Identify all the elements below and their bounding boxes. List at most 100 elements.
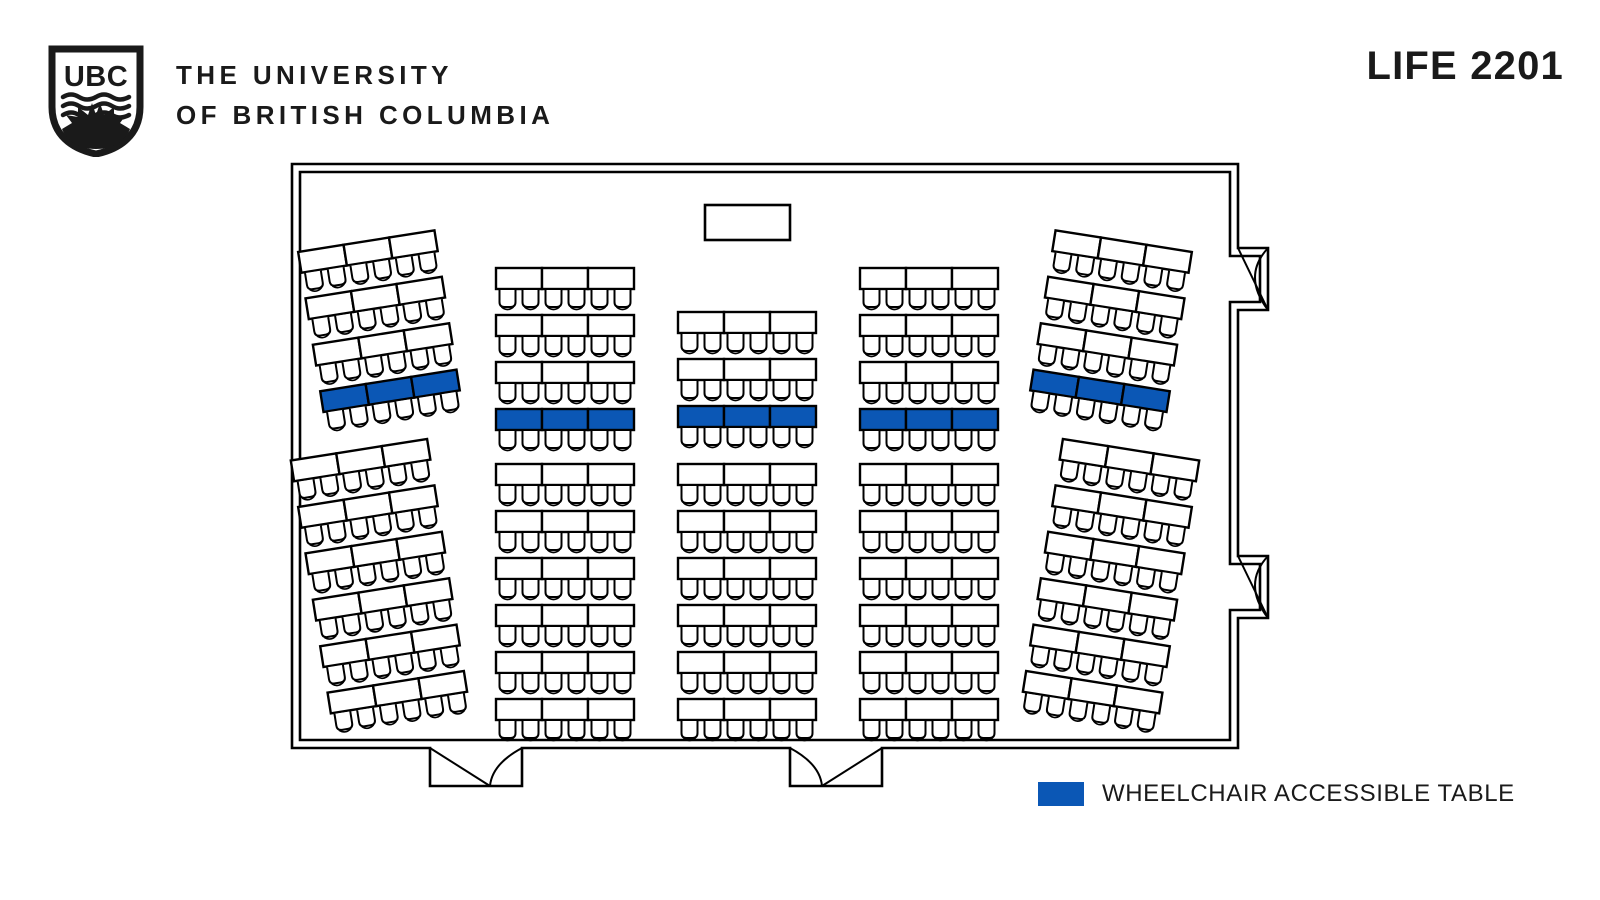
table-row[interactable] bbox=[494, 697, 636, 742]
table[interactable] bbox=[586, 462, 636, 487]
table[interactable] bbox=[768, 697, 818, 722]
table-row[interactable] bbox=[1042, 530, 1186, 595]
table[interactable] bbox=[586, 650, 636, 675]
table[interactable] bbox=[950, 462, 1000, 487]
table[interactable] bbox=[586, 697, 636, 722]
table[interactable] bbox=[540, 603, 590, 628]
block-rear-left-center[interactable] bbox=[494, 462, 636, 742]
table[interactable] bbox=[904, 603, 954, 628]
table-row[interactable] bbox=[494, 509, 636, 554]
table[interactable] bbox=[1127, 591, 1179, 622]
table[interactable] bbox=[1141, 243, 1194, 275]
table-row[interactable] bbox=[311, 321, 456, 386]
table-accessible[interactable] bbox=[540, 407, 590, 432]
table-row[interactable] bbox=[858, 650, 1000, 695]
table-row[interactable] bbox=[858, 697, 1000, 742]
table-row[interactable] bbox=[858, 313, 1000, 358]
table[interactable] bbox=[494, 266, 544, 291]
table[interactable] bbox=[904, 697, 954, 722]
table-row[interactable] bbox=[676, 509, 818, 554]
table[interactable] bbox=[950, 266, 1000, 291]
table-row[interactable] bbox=[1042, 275, 1186, 340]
table[interactable] bbox=[676, 697, 726, 722]
table-row[interactable] bbox=[494, 556, 636, 601]
block-front-left[interactable] bbox=[296, 228, 463, 433]
table-row[interactable] bbox=[858, 509, 1000, 554]
table-accessible[interactable] bbox=[722, 404, 772, 429]
table[interactable] bbox=[1141, 498, 1194, 530]
table[interactable] bbox=[586, 360, 636, 385]
table-row[interactable] bbox=[858, 462, 1000, 507]
table-row[interactable] bbox=[676, 697, 818, 742]
table-accessible[interactable] bbox=[950, 407, 1000, 432]
table[interactable] bbox=[676, 556, 726, 581]
table[interactable] bbox=[494, 509, 544, 534]
table-row[interactable] bbox=[494, 650, 636, 695]
table-row-accessible[interactable] bbox=[318, 368, 463, 433]
table[interactable] bbox=[722, 603, 772, 628]
table[interactable] bbox=[380, 437, 432, 469]
table[interactable] bbox=[1134, 544, 1186, 576]
table-row[interactable] bbox=[494, 462, 636, 507]
table[interactable] bbox=[494, 313, 544, 338]
table-row[interactable] bbox=[1049, 228, 1194, 293]
table-row[interactable] bbox=[1034, 321, 1179, 386]
table[interactable] bbox=[494, 650, 544, 675]
table-row[interactable] bbox=[494, 360, 636, 405]
table-row[interactable] bbox=[676, 556, 818, 601]
table[interactable] bbox=[586, 509, 636, 534]
table[interactable] bbox=[722, 357, 772, 382]
table[interactable] bbox=[1134, 289, 1186, 321]
table[interactable] bbox=[394, 275, 447, 307]
table[interactable] bbox=[768, 650, 818, 675]
block-rear-center[interactable] bbox=[676, 462, 818, 742]
table[interactable] bbox=[540, 556, 590, 581]
table[interactable] bbox=[540, 509, 590, 534]
table-row[interactable] bbox=[858, 360, 1000, 405]
table[interactable] bbox=[409, 623, 462, 654]
table[interactable] bbox=[1127, 336, 1179, 367]
table[interactable] bbox=[586, 266, 636, 291]
table-accessible[interactable] bbox=[676, 404, 726, 429]
table-accessible[interactable] bbox=[858, 407, 908, 432]
table[interactable] bbox=[768, 357, 818, 382]
table-accessible[interactable] bbox=[494, 407, 544, 432]
table-row[interactable] bbox=[304, 530, 448, 595]
table-row-accessible[interactable] bbox=[1027, 368, 1172, 433]
table-accessible[interactable] bbox=[409, 368, 462, 399]
block-front-left-center[interactable] bbox=[494, 266, 636, 452]
table[interactable] bbox=[904, 360, 954, 385]
table-row[interactable] bbox=[494, 266, 636, 311]
table-row[interactable] bbox=[289, 437, 434, 502]
table[interactable] bbox=[722, 650, 772, 675]
table[interactable] bbox=[904, 313, 954, 338]
table[interactable] bbox=[950, 697, 1000, 722]
table-row[interactable] bbox=[676, 462, 818, 507]
table[interactable] bbox=[494, 462, 544, 487]
table-row[interactable] bbox=[318, 623, 463, 688]
table[interactable] bbox=[586, 313, 636, 338]
table-row[interactable] bbox=[1034, 576, 1179, 641]
table[interactable] bbox=[540, 462, 590, 487]
table[interactable] bbox=[676, 603, 726, 628]
table-row-accessible[interactable] bbox=[676, 404, 818, 449]
table[interactable] bbox=[722, 697, 772, 722]
table[interactable] bbox=[402, 576, 454, 608]
table[interactable] bbox=[858, 360, 908, 385]
table[interactable] bbox=[417, 669, 469, 701]
table-row[interactable] bbox=[311, 576, 456, 641]
table-row[interactable] bbox=[676, 310, 818, 355]
table-row-accessible[interactable] bbox=[858, 407, 1000, 452]
table[interactable] bbox=[904, 509, 954, 534]
table[interactable] bbox=[394, 530, 447, 562]
table[interactable] bbox=[1119, 637, 1172, 669]
table-row[interactable] bbox=[858, 556, 1000, 601]
table-row[interactable] bbox=[1049, 483, 1194, 548]
table[interactable] bbox=[858, 266, 908, 291]
table[interactable] bbox=[1149, 451, 1201, 483]
block-front-right-center[interactable] bbox=[858, 266, 1000, 452]
table[interactable] bbox=[494, 697, 544, 722]
table[interactable] bbox=[1112, 684, 1164, 715]
table[interactable] bbox=[768, 509, 818, 534]
table[interactable] bbox=[904, 266, 954, 291]
